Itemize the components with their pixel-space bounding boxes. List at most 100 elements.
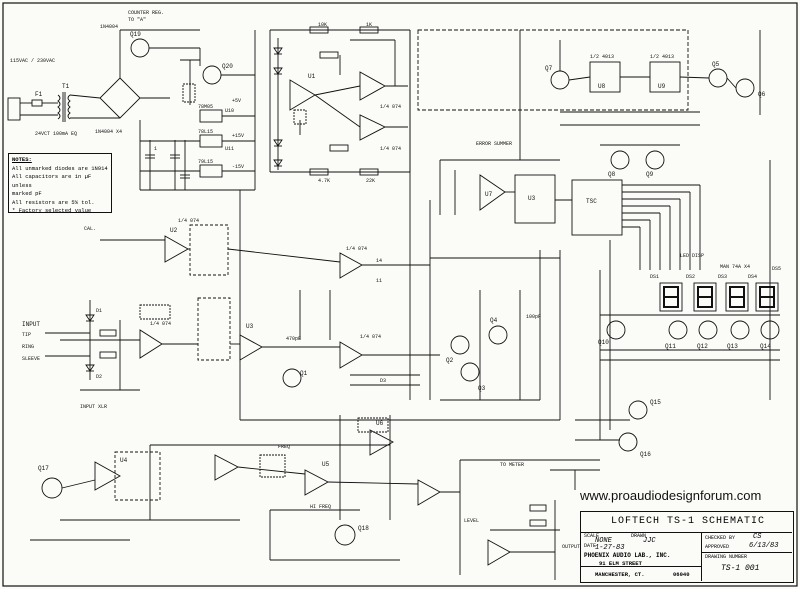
filter-bank-section (269, 26, 411, 176)
label-u4: U4 (120, 457, 128, 464)
label-q16: Q16 (640, 451, 651, 458)
opamp-u7 (479, 174, 506, 211)
label-d3: D3 (380, 378, 386, 384)
notes-line-1: All unmarked diodes are 1N914 (12, 164, 108, 172)
opamp-u1c (359, 114, 387, 141)
transistor-q1 (282, 368, 302, 388)
label-q4: Q4 (490, 317, 498, 324)
ic-u3 (514, 174, 556, 224)
opamp-u2b (139, 329, 163, 359)
company-name: PHOENIX AUDIO LAB., INC. (584, 552, 671, 559)
transistor-q5 (708, 68, 728, 88)
opamp-u1b (359, 71, 386, 101)
label-c-470pf: 470pF (286, 336, 301, 342)
label-u10: U10 (225, 108, 234, 114)
date-label: DATE (584, 543, 597, 549)
label-error-summer: ERROR SUMMER (476, 141, 512, 147)
opamp-u1e (339, 341, 363, 369)
opamp-u6b (417, 479, 441, 506)
label-q11: Q11 (665, 343, 676, 350)
label-pin-11: 11 (376, 278, 382, 284)
transformer-primary (57, 94, 61, 120)
label-c-1: 1 (154, 146, 157, 152)
label-q20: Q20 (222, 63, 233, 70)
label-tip: TIP (22, 332, 31, 338)
label-ring: RING (22, 344, 34, 350)
date-value: 1-27-83 (595, 544, 625, 552)
label-q1: Q1 (300, 370, 308, 377)
power-supply-section (7, 29, 256, 191)
label-u1: U1 (308, 73, 316, 80)
label-d1: D1 (96, 308, 102, 314)
label-rect-b: 1N4004 X4 (95, 129, 122, 135)
transistor-q18 (334, 524, 356, 546)
label-tl074-f: 1/4 074 (150, 321, 171, 327)
label-r-4k7: 4.7K (318, 178, 330, 184)
label-q13: Q13 (727, 343, 738, 350)
company-city: MANCHESTER, CT. (595, 571, 645, 578)
label-man: MAN 74A X4 (720, 264, 750, 270)
opamp-u6 (369, 429, 394, 456)
label-plus15: +15V (232, 133, 244, 139)
label-q3: Q3 (478, 385, 486, 392)
label-hi-freq: HI FREQ (310, 504, 331, 510)
label-q7: Q7 (545, 65, 553, 72)
digit-ds4 (755, 282, 779, 312)
opamp-u4a (94, 461, 121, 491)
transistor-q10 (606, 320, 626, 340)
label-level: LEVEL (464, 518, 479, 524)
label-counter-reg: COUNTER REG. (128, 10, 164, 16)
scale-label: SCALE (584, 533, 600, 539)
component-labels: 115VAC / 230VAC F1 T1 24VCT 100mA EQ 1N4… (10, 10, 781, 550)
label-power-in: 115VAC / 230VAC (10, 58, 55, 64)
label-r-22k: 22K (366, 178, 375, 184)
drawing-title: LOFTECH TS-1 SCHEMATIC (611, 516, 766, 527)
label-u3-b: U3 (246, 323, 254, 330)
notes-line-5: * Factory selected value (12, 207, 92, 214)
notes-heading: NOTES: (12, 156, 32, 163)
label-u7: U7 (485, 191, 493, 198)
drawing-number-label: DRAWING NUMBER (705, 554, 748, 560)
label-q19: Q19 (130, 31, 141, 38)
label-ds2: DS2 (686, 274, 695, 280)
label-q10: Q10 (598, 339, 609, 346)
label-u8: U8 (598, 83, 606, 90)
label-u9-part: 1/2 4013 (650, 54, 674, 60)
label-u5: U5 (322, 461, 330, 468)
transistor-q15 (628, 400, 648, 420)
label-sleeve: SLEEVE (22, 356, 40, 362)
fet-module (189, 224, 229, 276)
pot-r13 (182, 83, 196, 103)
label-u11: U11 (225, 146, 234, 152)
reg-78l15 (199, 134, 223, 148)
opamp-u3 (239, 334, 263, 361)
label-freq: FREQ (278, 444, 290, 450)
transistor-q14 (760, 320, 780, 340)
transistor-q19 (130, 38, 150, 58)
label-q15: Q15 (650, 399, 661, 406)
digit-ds1 (659, 282, 683, 312)
label-u3: U3 (528, 195, 536, 202)
label-q2: Q2 (446, 357, 454, 364)
label-tl074-b: 1/4 074 (380, 146, 401, 152)
reg-79l15 (199, 164, 223, 178)
ic-tsc (571, 179, 623, 236)
transistor-q12 (698, 320, 718, 340)
label-u8-part: 1/2 4013 (590, 54, 614, 60)
label-tl074-d: 1/4 074 (346, 246, 367, 252)
drawing-number-value: TS-1 001 (721, 564, 760, 573)
company-street: 91 ELM STREET (599, 560, 642, 567)
opamp-u6c (487, 539, 511, 566)
bottom-left-section (30, 415, 460, 561)
transistor-q11 (668, 320, 688, 340)
transformer-secondary (67, 94, 71, 120)
label-fuse: F1 (35, 91, 43, 98)
label-reg-79l15: 79L15 (198, 159, 213, 165)
notes-box: NOTES: All unmarked diodes are 1N914 All… (8, 153, 112, 214)
approved-value: 6/13/83 (749, 542, 779, 550)
website-watermark: www.proaudiodesignforum.com (580, 488, 762, 503)
label-tl074-a: 1/4 074 (380, 104, 401, 110)
